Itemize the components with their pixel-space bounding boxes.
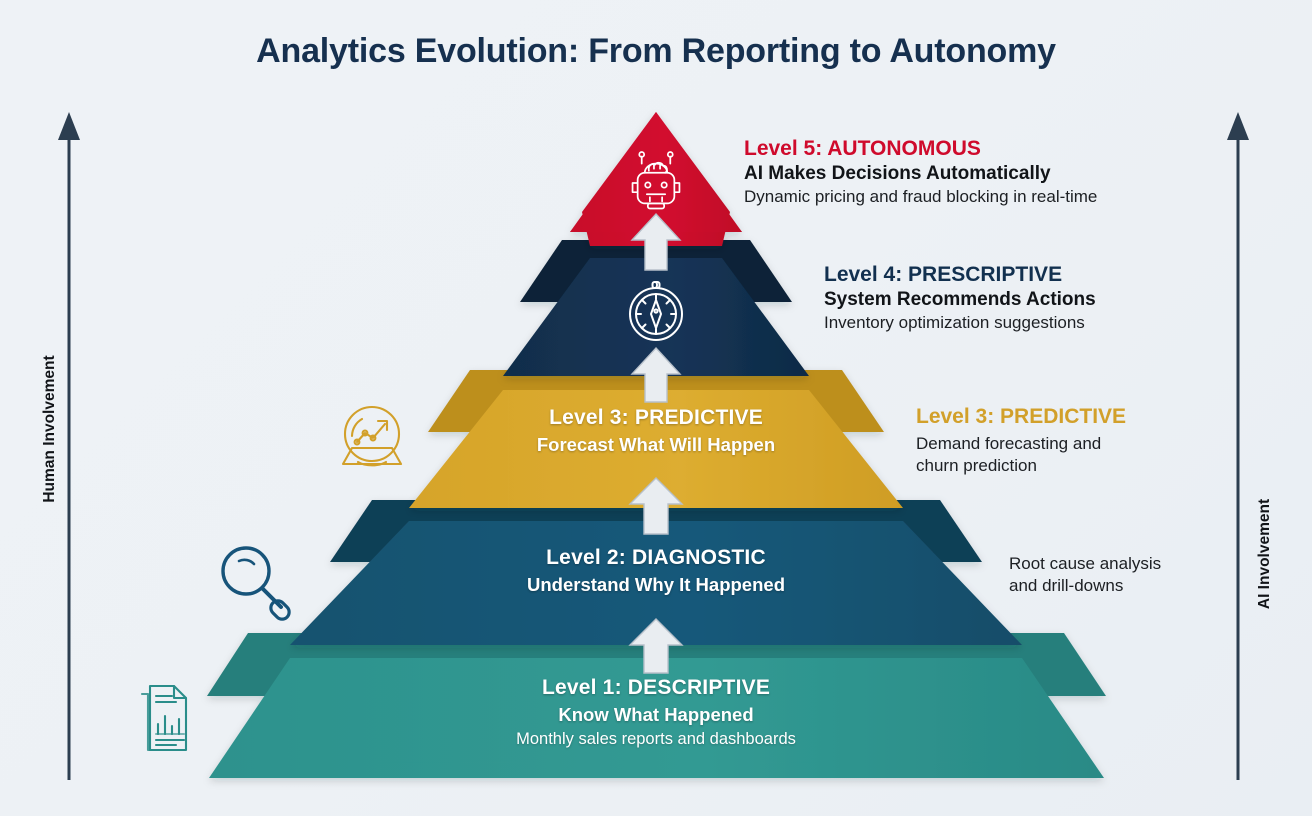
- arrow-4-to-5-icon: [630, 212, 682, 271]
- level-1-body: [209, 658, 1104, 778]
- level-5-side-description: Dynamic pricing and fraud blocking in re…: [744, 187, 1098, 207]
- level-3-side-description-line2: churn prediction: [916, 456, 1037, 476]
- axis-right: [1227, 112, 1249, 780]
- arrow-3-to-4-icon: [630, 346, 682, 403]
- level-3-side-text: Level 3: PREDICTIVE Demand forecasting a…: [916, 404, 1126, 477]
- level-3-side-title: Level 3: PREDICTIVE: [916, 405, 1127, 428]
- level-2-side-description-line1: Root cause analysis: [1009, 554, 1162, 573]
- pyramid-tier-level-4[interactable]: [503, 240, 809, 376]
- compass-icon: [629, 281, 683, 341]
- arrow-1-to-2-icon: [628, 618, 684, 674]
- level-4-side-description: Inventory optimization suggestions: [824, 313, 1085, 333]
- level-4-body: [503, 258, 809, 376]
- level-2-body: [290, 521, 1022, 645]
- level-3-side-description-line1: Demand forecasting and: [916, 434, 1102, 454]
- page-title: Analytics Evolution: From Reporting to A…: [256, 32, 1056, 70]
- connector-arrows: [628, 212, 684, 674]
- level-2-side-description-line2: and drill-downs: [1009, 576, 1124, 596]
- axis-left: [58, 112, 80, 780]
- axis-left-label: Human Involvement: [41, 355, 58, 503]
- level-5-side-title: Level 5: AUTONOMOUS: [744, 137, 981, 160]
- report-chart-document-icon: [140, 684, 188, 752]
- level-2-side-text: Root cause analysis and drill-downs: [1009, 552, 1161, 597]
- level-4-side-text: Level 4: PRESCRIPTIVE System Recommends …: [824, 262, 1096, 334]
- arrow-up-icon: [58, 112, 80, 140]
- magnifier-icon: [221, 546, 291, 621]
- level-4-side-title: Level 4: PRESCRIPTIVE: [824, 263, 1063, 286]
- level-5-side-subtitle: AI Makes Decisions Automatically: [744, 163, 1051, 185]
- arrow-up-icon: [1227, 112, 1249, 140]
- axis-right-label: AI Involvement: [1256, 498, 1273, 610]
- level-3-body: [409, 390, 903, 508]
- level-4-side-subtitle: System Recommends Actions: [824, 289, 1096, 311]
- level-5-side-text: Level 5: AUTONOMOUS AI Makes Decisions A…: [744, 136, 1097, 208]
- crystal-ball-chart-icon: [341, 405, 403, 467]
- arrow-2-to-3-icon: [628, 477, 684, 535]
- robot-brain-icon: [631, 151, 681, 210]
